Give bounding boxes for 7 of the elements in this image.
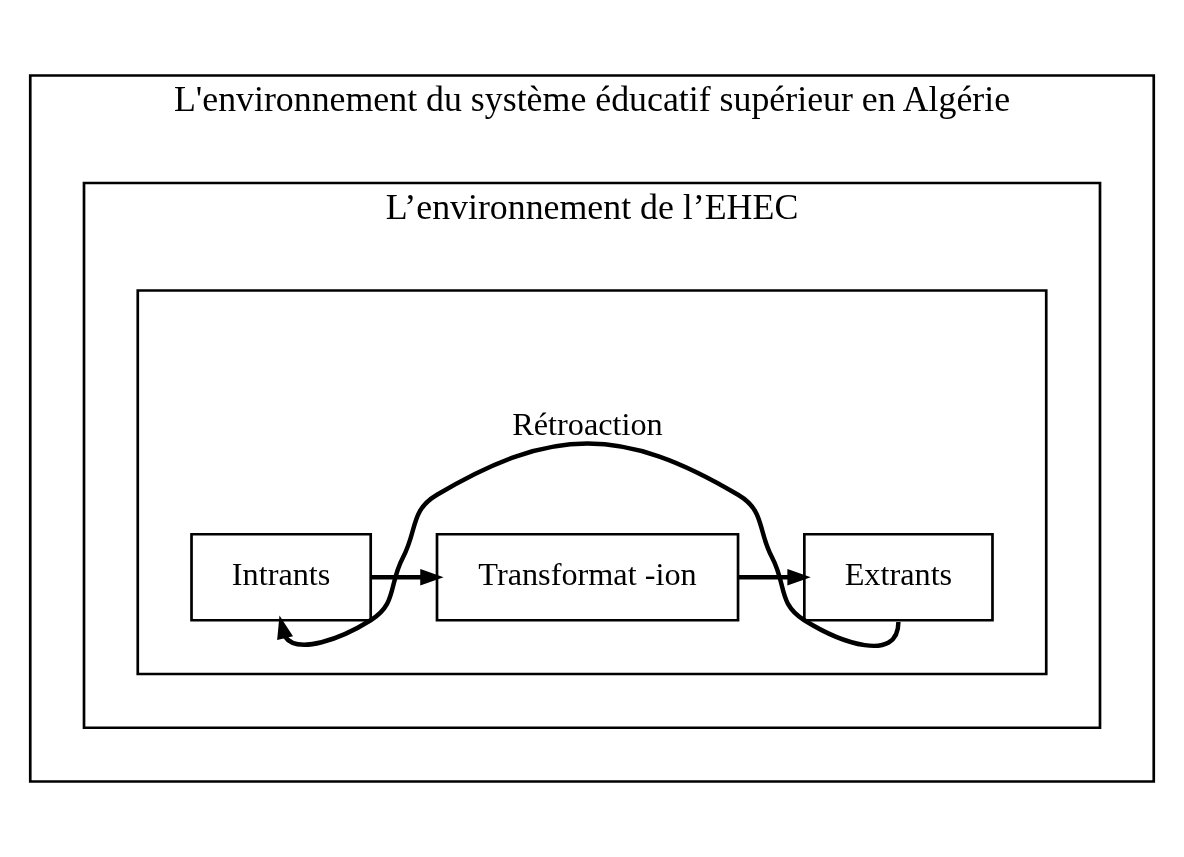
node-box: Extrants	[803, 532, 994, 622]
node-box: Transformat -ion	[435, 532, 740, 622]
cluster	[136, 289, 1048, 676]
node-box: Intrants	[190, 532, 373, 622]
edge-label: Rétroaction	[512, 405, 663, 442]
arrow	[371, 569, 444, 586]
arrow	[738, 569, 811, 586]
